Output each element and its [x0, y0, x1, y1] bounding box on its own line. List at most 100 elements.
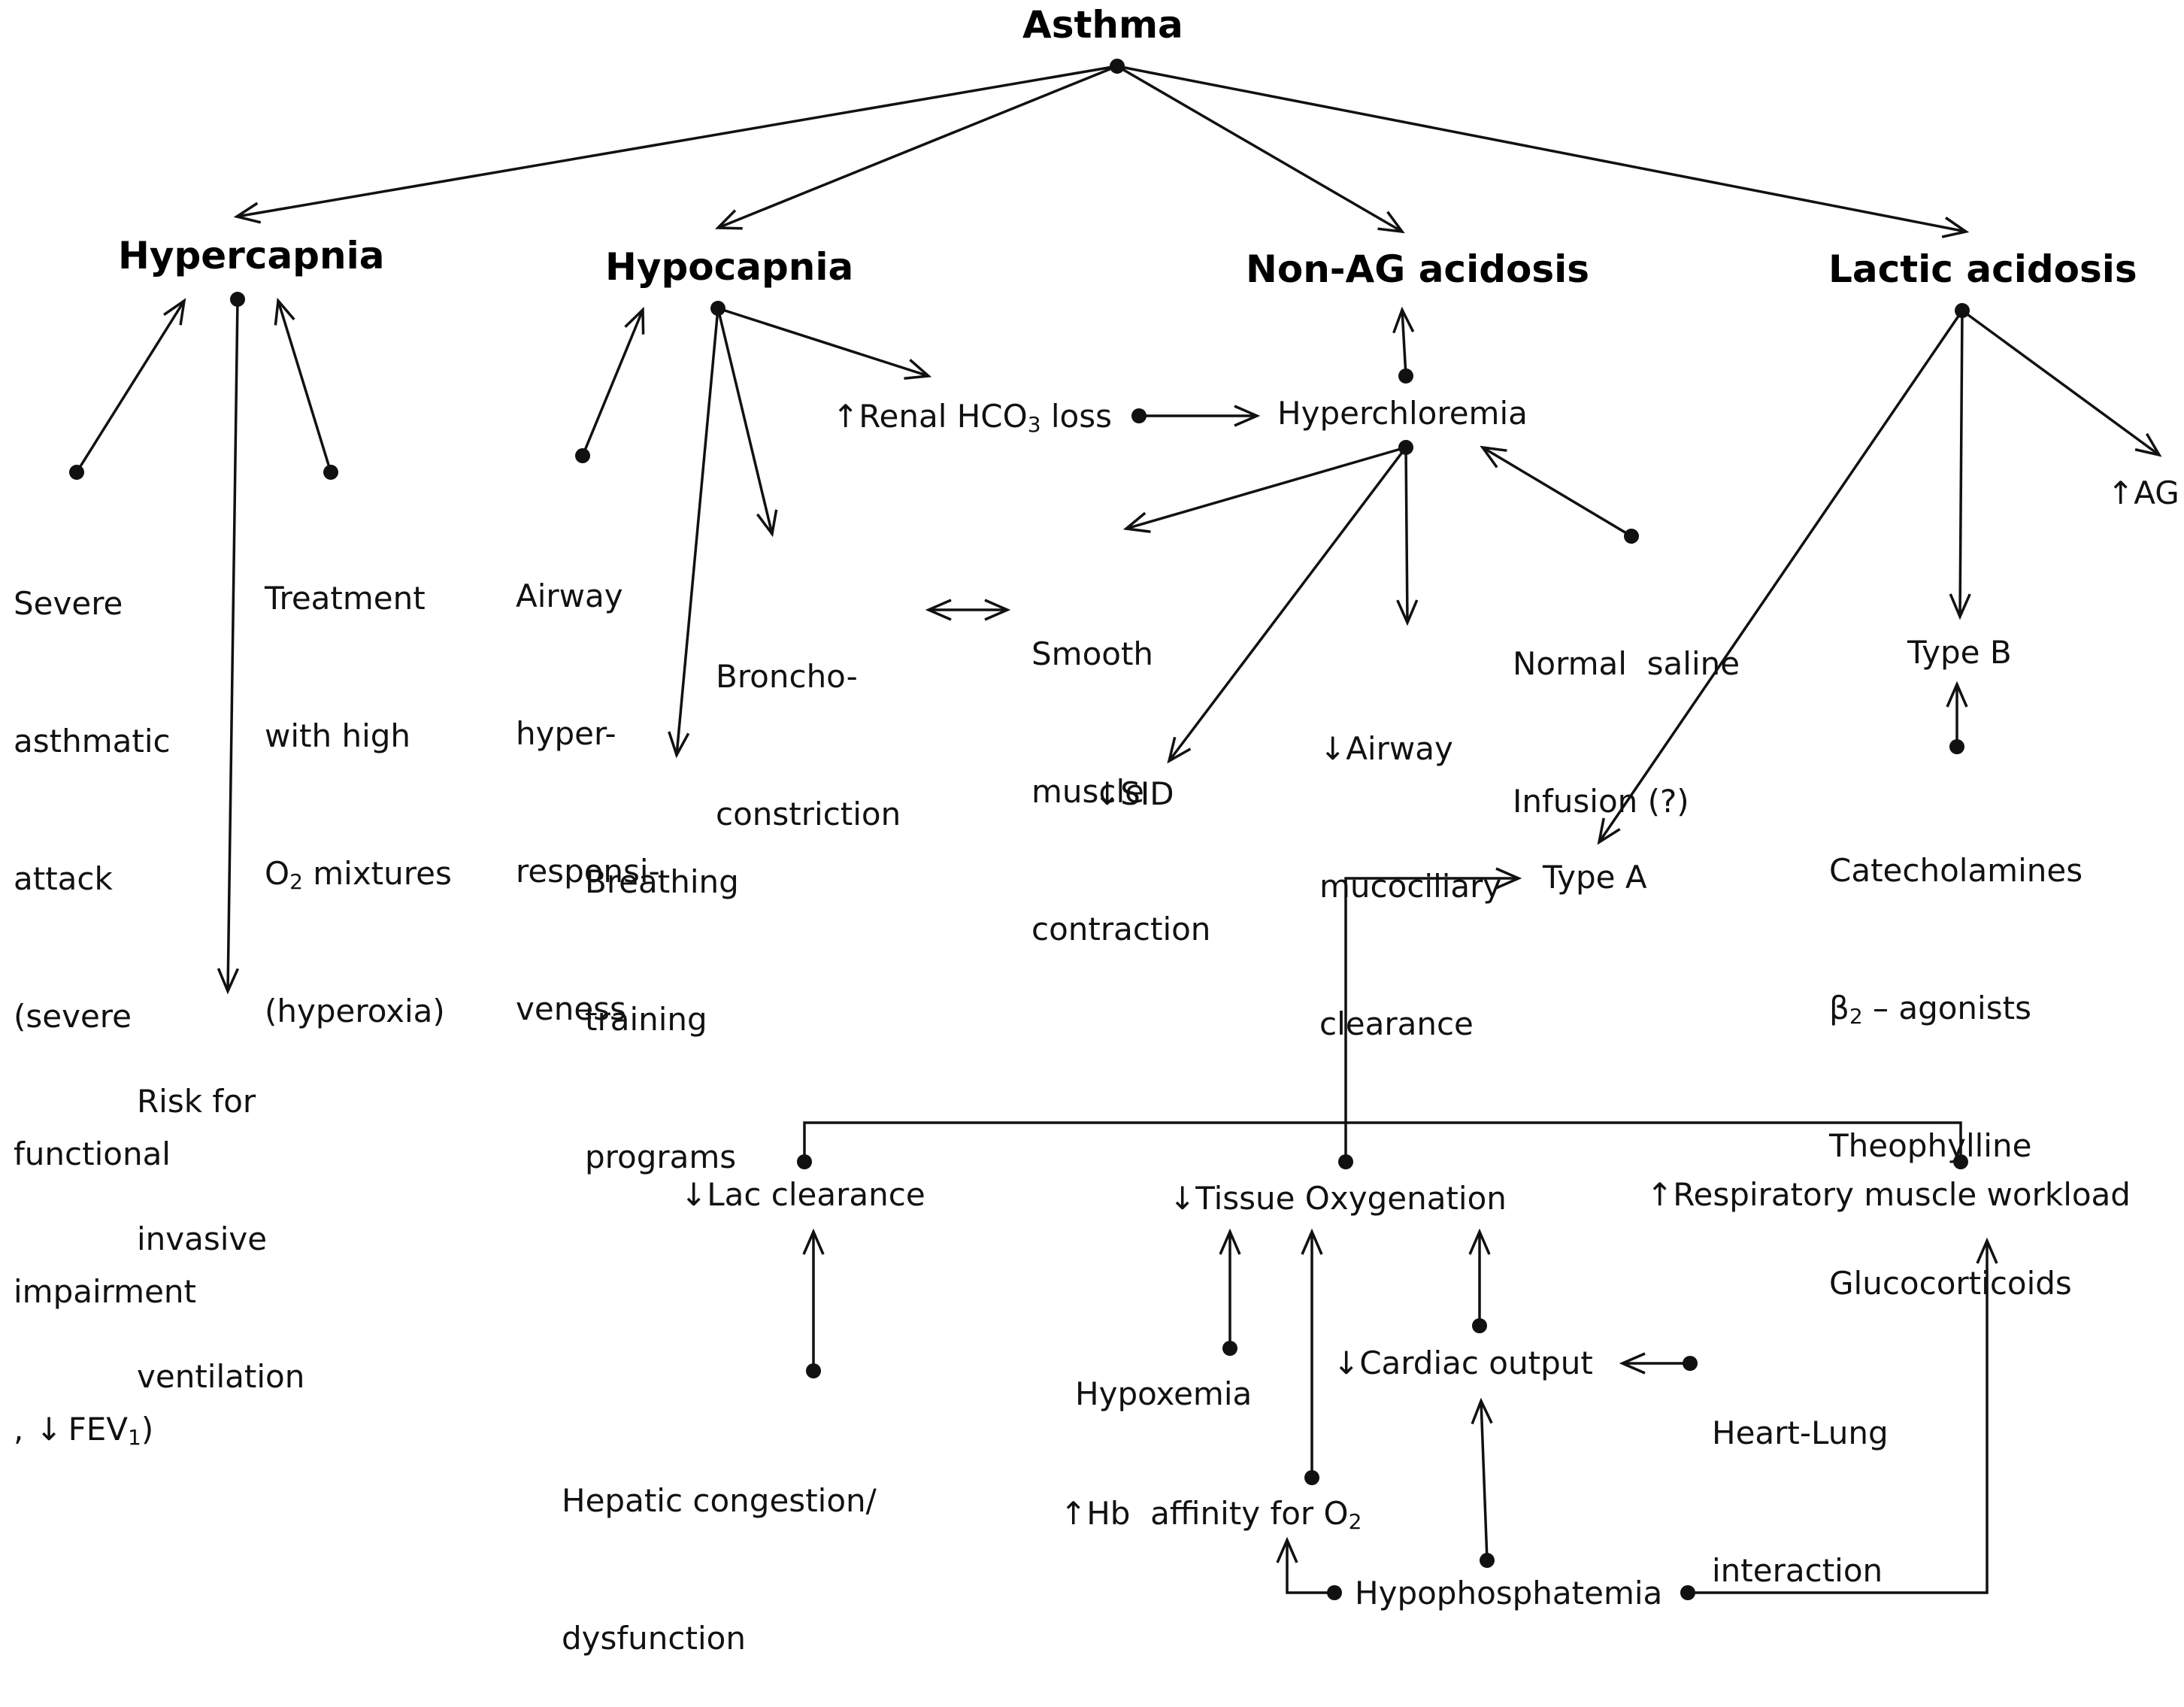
down-arrow-icon: ↓ — [1319, 730, 1346, 767]
heart-lung-line: Heart-Lung — [1712, 1414, 1889, 1451]
node-heart-lung-interaction: Heart-Lung interaction — [1712, 1318, 1889, 1639]
up-arrow-icon: ↑ — [1060, 1495, 1087, 1532]
edge-hypocapnia-bronchoconstriction — [716, 308, 772, 534]
edge-hypophosphatemia-resp — [1688, 1241, 1987, 1593]
fev1-line: , ↓FEV1) — [14, 1406, 196, 1452]
edge-hypophosphatemia-cardiac — [1481, 1401, 1487, 1560]
node-airway-mucociliary-clearance: ↓Airway mucociliary clearance — [1319, 634, 1501, 1093]
node-non-ag-acidosis: Non-AG acidosis — [1246, 247, 1590, 291]
ag-label: AG — [2134, 475, 2179, 511]
edge-severe-attack-hypercapnia — [77, 301, 184, 472]
edge-lactic-type-a — [1599, 311, 1962, 842]
node-respiratory-workload: ↑Respiratory muscle workload — [1646, 1172, 2131, 1217]
treatment-line: Treatment — [265, 580, 426, 617]
node-hypocapnia: Hypocapnia — [605, 245, 854, 289]
heart-lung-line: interaction — [1712, 1552, 1883, 1589]
edge-treatment-hypercapnia — [278, 301, 331, 472]
node-bronchoconstriction: Broncho- constriction — [716, 562, 901, 883]
node-severe-asthmatic-attack: Severe asthmatic attack (severe function… — [14, 489, 196, 1498]
treatment-line: (hyperoxia) — [265, 993, 445, 1029]
edge-hyperchloremia-airway-clearance — [1406, 447, 1407, 623]
asthma-acid-base-diagram: Asthma Hypercapnia Hypocapnia Non-AG aci… — [14, 3, 2179, 1657]
node-tissue-oxygenation: ↓Tissue Oxygenation — [1169, 1175, 1507, 1221]
bronchoconstriction-line: constriction — [716, 796, 901, 832]
hb-label: Hb affinity for O — [1086, 1495, 1349, 1532]
severe-attack-line: Severe — [14, 585, 123, 622]
agonists-label: – agonists — [1862, 990, 2031, 1026]
cardiac-label: Cardiac output — [1359, 1345, 1593, 1381]
node-hypercapnia: Hypercapnia — [118, 234, 385, 277]
saline-line: Normal saline — [1513, 645, 1740, 682]
bracket-type-a-causes — [797, 1121, 1968, 1169]
node-type-b-causes: Catecholamines β2 – agonists Theophyllin… — [1829, 756, 2083, 1352]
node-risk-invasive-ventilation: Risk for invasive ventilation — [137, 987, 304, 1445]
hco3-subscript: 3 — [1027, 412, 1041, 437]
smooth-muscle-line: contraction — [1031, 911, 1211, 947]
edge-hypocapnia-renal — [717, 307, 928, 376]
o-label: O — [265, 855, 290, 892]
clearance-line: mucociliary — [1319, 868, 1502, 905]
resp-label: Respiratory muscle workload — [1673, 1176, 2131, 1213]
edge-hypercapnia-risk — [228, 299, 238, 991]
up-arrow-icon: ↑ — [2107, 475, 2134, 511]
saline-line: Infusion (?) — [1513, 783, 1689, 820]
edge-hypophosphatemia-hb — [1287, 1540, 1334, 1593]
airway-label: Airway — [1346, 730, 1453, 767]
severe-attack-line: attack — [14, 860, 113, 897]
smooth-muscle-line: muscle — [1031, 773, 1145, 810]
node-breathing-training: Breathing training programs — [585, 767, 739, 1226]
edge-airway-hypocapnia — [583, 310, 643, 456]
edge-hypocapnia-breathing — [677, 308, 718, 755]
node-ag: ↑AG — [2107, 470, 2179, 516]
node-hypoxemia: Hypoxemia — [1075, 1375, 1253, 1412]
edge-saline-hyperchloremia — [1483, 447, 1631, 536]
beta-subscript: 2 — [1849, 1004, 1863, 1029]
fev-close: ) — [141, 1411, 154, 1448]
node-hb-affinity: ↑Hb affinity for O2 — [1060, 1490, 1362, 1536]
breathing-line: training — [585, 1001, 707, 1038]
node-cardiac-output: ↓Cardiac output — [1333, 1340, 1593, 1386]
comma: , — [14, 1411, 24, 1448]
edge-hyperchloremia-sid — [1169, 446, 1407, 761]
clearance-line: clearance — [1319, 1005, 1474, 1042]
beta-label: β — [1829, 990, 1849, 1026]
o2-subscript: 2 — [1348, 1509, 1362, 1534]
up-arrow-icon: ↑ — [832, 398, 859, 435]
edge-lactic-ag — [1961, 309, 2159, 455]
severe-attack-line: asthmatic — [14, 723, 171, 760]
severe-attack-line: impairment — [14, 1273, 197, 1310]
renal-label: Renal HCO — [859, 398, 1028, 435]
mixtures-label: mixtures — [302, 855, 452, 892]
edge-asthma-hypocapnia — [718, 65, 1118, 228]
node-renal-hco3-loss: ↑Renal HCO3 loss — [832, 393, 1112, 439]
edge-tissue-type-a — [1346, 878, 1519, 1162]
fev-subscript: 1 — [128, 1425, 141, 1450]
theophylline-line: Theophylline — [1829, 1127, 2032, 1164]
up-arrow-icon: ↑ — [1646, 1176, 1674, 1213]
clearance-line: ↓Airway — [1319, 726, 1501, 772]
sid-label: SID — [1120, 775, 1174, 812]
node-asthma: Asthma — [1022, 3, 1183, 47]
glucocorticoids-line: Glucocorticoids — [1829, 1265, 2072, 1302]
fev-label: FEV — [68, 1411, 128, 1448]
down-arrow-icon: ↓ — [35, 1411, 62, 1448]
node-type-b: Type B — [1907, 634, 2012, 671]
edge-asthma-hypercapnia — [237, 66, 1117, 217]
loss-label: loss — [1041, 398, 1112, 435]
severe-attack-line: (severe — [14, 998, 132, 1035]
airway-line: veness — [516, 990, 626, 1027]
edge-hyperchloremia-smooth-muscle — [1126, 447, 1406, 529]
severe-attack-line: functional — [14, 1135, 171, 1172]
catecholamines-line: Catecholamines — [1829, 852, 2083, 889]
hepatic-line: Hepatic congestion/ — [562, 1482, 877, 1519]
down-arrow-icon: ↓ — [1169, 1180, 1196, 1217]
lac-label: Lac clearance — [707, 1176, 925, 1213]
risk-line: Risk for — [137, 1083, 256, 1120]
risk-line: invasive — [137, 1220, 268, 1257]
edge-asthma-lactic — [1116, 65, 1966, 232]
node-hepatic-congestion: Hepatic congestion/ dysfunction — [562, 1386, 877, 1707]
node-hypophosphatemia: Hypophosphatemia — [1355, 1575, 1663, 1611]
node-type-a: Type A — [1543, 859, 1647, 896]
node-lactic-acidosis: Lactic acidosis — [1828, 247, 2137, 291]
breathing-line: Breathing — [585, 863, 739, 900]
